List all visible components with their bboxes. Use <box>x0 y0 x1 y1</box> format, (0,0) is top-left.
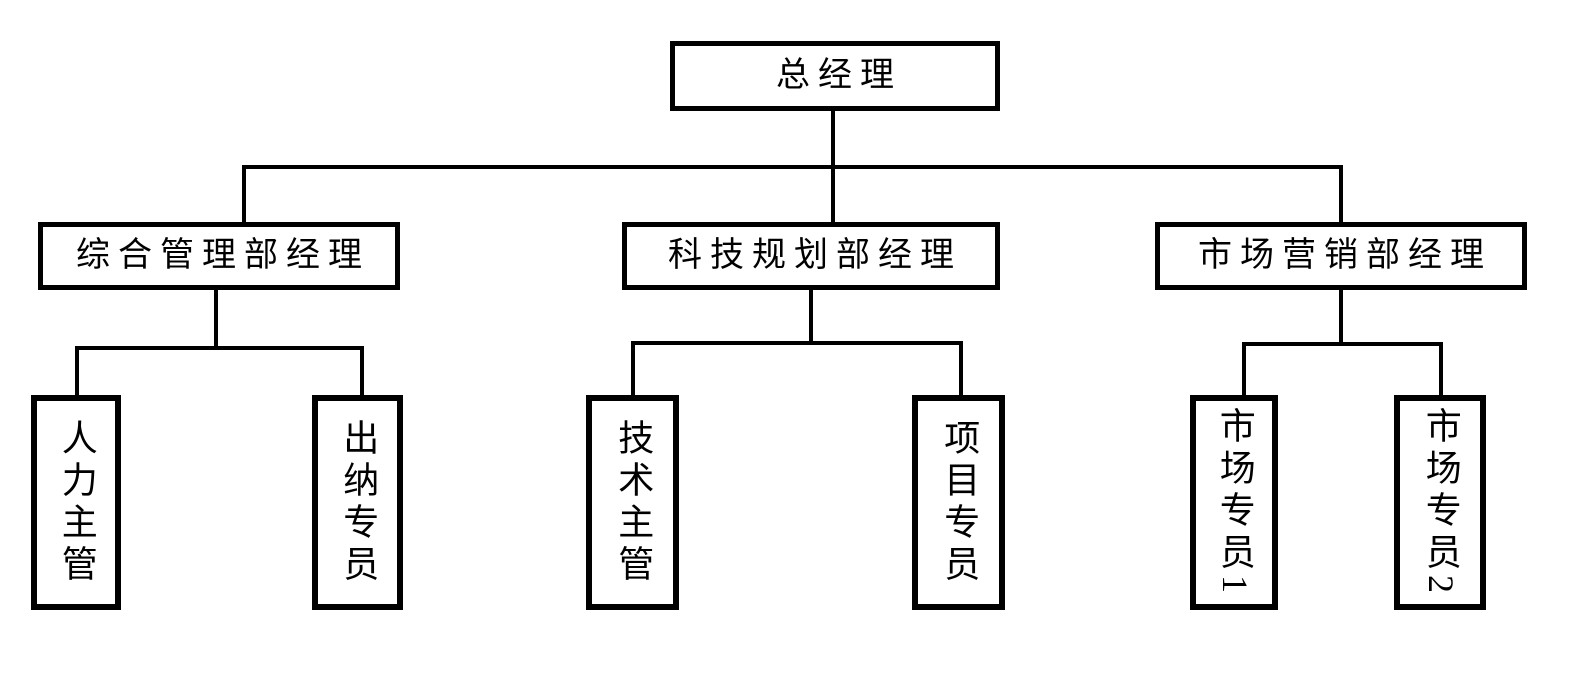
node-technical-supervisor: 技术主管 <box>586 395 679 610</box>
node-tech-planning-dept-manager: 科技规划部经理 <box>622 222 1000 290</box>
node-admin-dept-manager: 综合管理部经理 <box>38 222 400 290</box>
node-marketing-specialist-1: 市场专员1 <box>1190 395 1278 610</box>
node-hr-supervisor: 人力主管 <box>31 395 121 610</box>
node-cashier-specialist: 出纳专员 <box>312 395 403 610</box>
node-marketing-specialist-2: 市场专员2 <box>1394 395 1486 610</box>
node-general-manager: 总经理 <box>670 41 1000 111</box>
node-marketing-dept-manager: 市场营销部经理 <box>1155 222 1527 290</box>
node-project-specialist: 项目专员 <box>912 395 1005 610</box>
